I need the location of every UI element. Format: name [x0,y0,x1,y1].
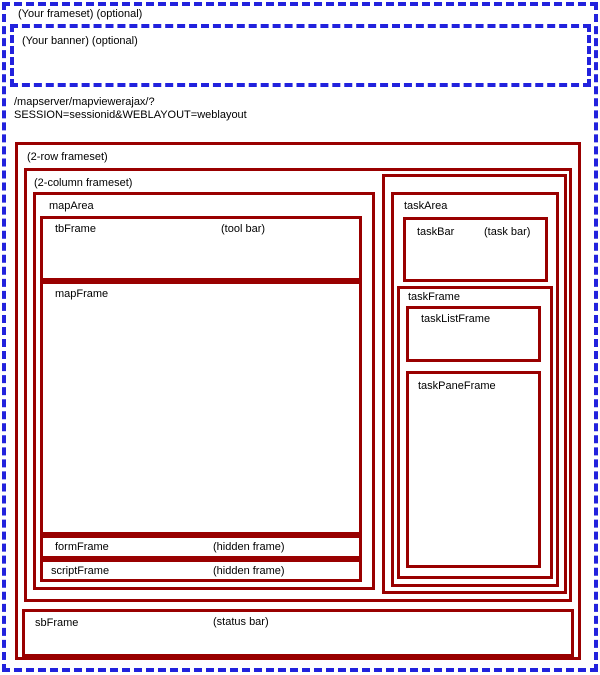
tb-frame-label: tbFrame [55,223,96,235]
two-column-frameset-box: (2-column frameset) mapArea tbFrame (too… [24,168,572,602]
task-pane-frame-box: taskPaneFrame [406,371,541,568]
url-line-1: /mapserver/mapviewerajax/? [14,96,155,108]
map-area-frames: tbFrame (tool bar) mapFrame formFrame (h… [36,216,372,587]
task-frame-box: taskFrame taskListFrame taskPaneFrame [397,286,553,579]
form-frame-hidden-note: (hidden frame) [213,541,285,553]
task-list-frame-box: taskListFrame [406,306,541,362]
script-frame-hidden-note: (hidden frame) [213,565,285,577]
task-pane-frame-label: taskPaneFrame [418,380,496,392]
tb-frame-box: tbFrame (tool bar) [40,216,362,281]
map-frame-box: mapFrame [40,281,362,535]
url-line-2: SESSION=sessionid&WEBLAYOUT=weblayout [14,109,247,121]
map-area-label: mapArea [49,200,94,212]
url-text: /mapserver/mapviewerajax/? SESSION=sessi… [14,96,594,122]
task-bar-box: taskBar (task bar) [403,217,548,282]
script-frame-label: scriptFrame [51,565,110,577]
sb-frame-label: sbFrame [35,617,79,629]
tool-bar-note: (tool bar) [221,223,266,235]
task-list-frame-label: taskListFrame [421,313,491,325]
task-frame-label: taskFrame [408,291,460,303]
form-frame-label: formFrame [55,541,109,553]
sb-frame-box: sbFrame (status bar) [22,609,574,657]
form-frame-box: formFrame (hidden frame) [40,535,362,559]
script-frame-box: scriptFrame (hidden frame) [40,559,362,582]
task-area-box: taskArea taskBar (task bar) taskFrame ta… [391,192,559,587]
status-bar-note: (status bar) [213,616,269,628]
your-frameset-label: (Your frameset) (optional) [18,8,143,20]
banner-label: (Your banner) (optional) [22,35,138,47]
two-row-frameset-box: (2-row frameset) (2-column frameset) map… [15,142,581,660]
task-area-label: taskArea [404,200,448,212]
two-column-frameset-label: (2-column frameset) [34,177,133,189]
banner-box: (Your banner) (optional) [10,24,591,87]
right-column-box: taskArea taskBar (task bar) taskFrame ta… [382,174,567,594]
task-bar-label: taskBar [417,226,455,238]
map-frame-label: mapFrame [55,288,109,300]
map-area-box: mapArea tbFrame (tool bar) mapFrame form… [33,192,375,590]
two-row-frameset-label: (2-row frameset) [27,151,108,163]
task-bar-note: (task bar) [484,226,531,238]
